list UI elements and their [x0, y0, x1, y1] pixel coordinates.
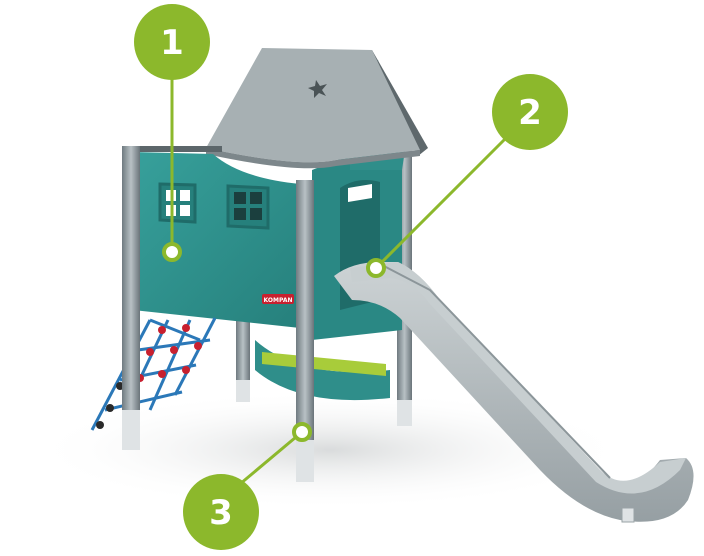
- anchor-dot-3: [292, 422, 312, 442]
- callout-number-3: 3: [209, 493, 233, 533]
- brand-plate: [262, 294, 294, 304]
- callout-badge-2: 2: [492, 74, 568, 150]
- leader-lines: [170, 62, 508, 486]
- callout-badge-1: 1: [134, 4, 210, 80]
- front-window-right: [226, 184, 270, 230]
- leader-line-2: [374, 136, 508, 270]
- net-knots: [136, 324, 202, 382]
- top-rail: [130, 146, 222, 152]
- anchor-dot-2: [366, 258, 386, 278]
- post-front-left: [122, 146, 140, 446]
- front-window-left: [158, 182, 197, 224]
- ground-shadow: [30, 390, 630, 510]
- anchor-dot-1: [162, 242, 182, 262]
- roof: [206, 48, 420, 163]
- slide: [334, 262, 694, 523]
- callout-number-1: 1: [160, 23, 184, 63]
- anchor-dots: [162, 242, 386, 442]
- roof-star: [308, 80, 327, 98]
- leader-line-3: [239, 430, 303, 486]
- step-frame: [255, 340, 390, 401]
- callout-badge-3: 3: [183, 474, 259, 550]
- callout-number-2: 2: [518, 93, 542, 133]
- post-front-right: [296, 180, 314, 480]
- brand-plate-text: KOMPAN: [264, 297, 293, 304]
- green-step: [262, 352, 386, 376]
